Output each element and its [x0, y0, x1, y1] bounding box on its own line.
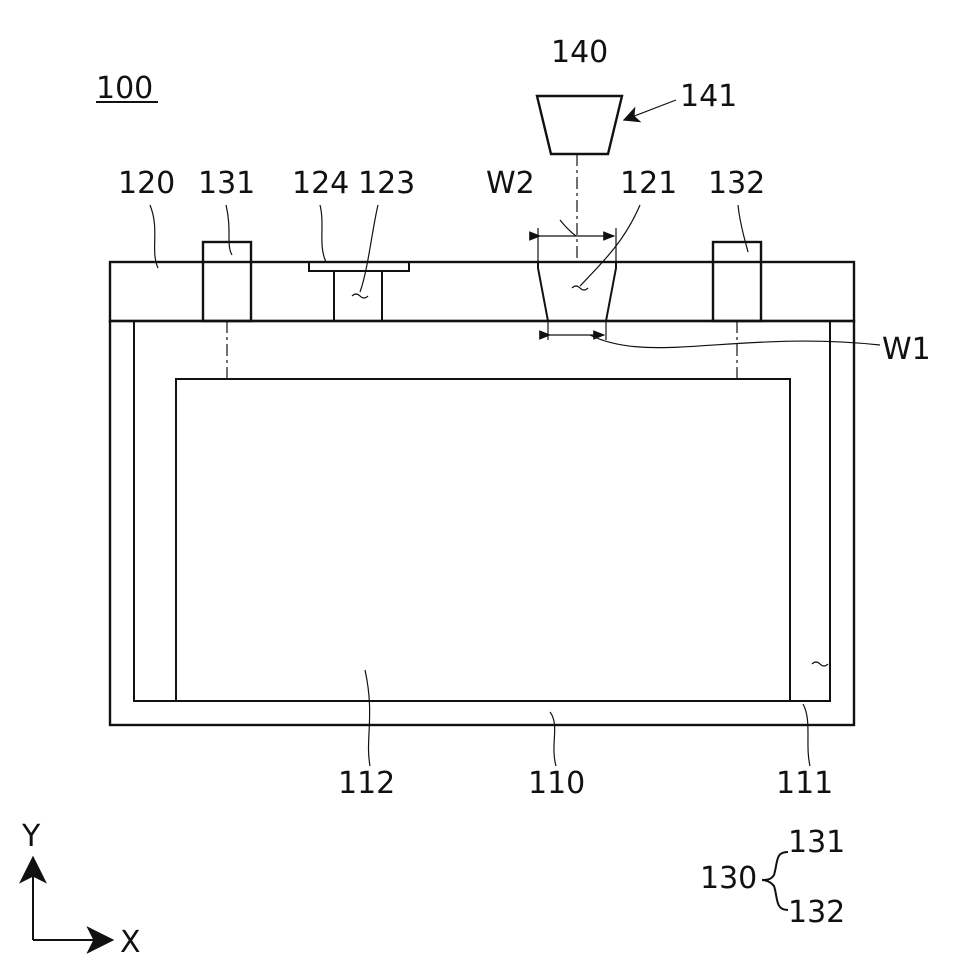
label-120: 120 — [118, 166, 175, 201]
label-131: 131 — [198, 166, 255, 201]
label-131-group: 131 — [788, 825, 845, 860]
label-132: 132 — [708, 166, 765, 201]
brace-130 — [762, 852, 788, 910]
axis-indicator — [33, 858, 112, 940]
cap-plate-120 — [110, 262, 854, 321]
squiggle-121 — [572, 286, 588, 290]
label-132-group: 132 — [788, 895, 845, 930]
label-141: 141 — [680, 79, 737, 114]
plug-140 — [537, 96, 622, 154]
label-124: 124 — [292, 166, 349, 201]
axis-y-label: Y — [21, 819, 41, 854]
label-112: 112 — [338, 766, 395, 801]
axis-x-label: X — [120, 925, 141, 960]
label-130: 130 — [700, 861, 757, 896]
terminal-131 — [203, 242, 251, 321]
leader-132 — [738, 205, 748, 252]
leader-112 — [365, 670, 370, 766]
label-110: 110 — [528, 766, 585, 801]
leader-111 — [803, 704, 810, 766]
label-111: 111 — [776, 766, 833, 801]
leader-131 — [226, 205, 232, 255]
electrode-assembly-112 — [176, 379, 790, 701]
leader-123 — [360, 205, 378, 292]
label-100: 100 — [96, 71, 153, 106]
label-w1: W1 — [882, 332, 931, 367]
terminal-132 — [713, 242, 761, 321]
case-110 — [110, 321, 854, 725]
leader-124 — [320, 205, 326, 262]
leader-120 — [150, 205, 158, 268]
label-140: 140 — [551, 35, 608, 70]
squiggle-123 — [352, 294, 368, 298]
label-123: 123 — [358, 166, 415, 201]
squiggle-111 — [812, 662, 828, 666]
arrow-141 — [624, 100, 676, 120]
leader-121 — [580, 205, 640, 286]
label-121: 121 — [620, 166, 677, 201]
leader-110 — [550, 712, 556, 766]
label-w2: W2 — [486, 166, 535, 201]
